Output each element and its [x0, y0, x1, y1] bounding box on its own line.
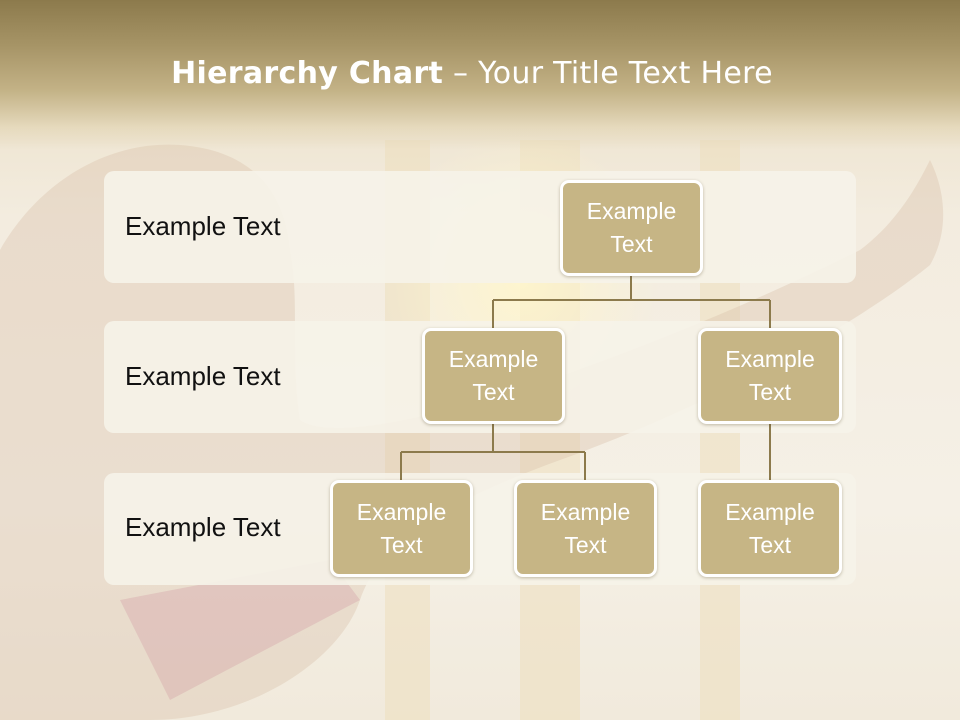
row-label-1: Example Text	[125, 211, 281, 241]
title-bold-part: Hierarchy Chart	[171, 56, 444, 91]
node-leaf-2: Example Text	[514, 480, 657, 577]
slide-title: Hierarchy Chart – Your Title Text Here	[0, 56, 944, 91]
row-band-1	[104, 171, 856, 283]
title-rest-part: – Your Title Text Here	[443, 56, 773, 91]
row-label-2: Example Text	[125, 361, 281, 391]
row-label-3: Example Text	[125, 512, 281, 542]
title-bar	[0, 0, 960, 150]
node-leaf-1: Example Text	[330, 480, 473, 577]
node-mid-left: Example Text	[422, 328, 565, 424]
node-mid-right: Example Text	[698, 328, 842, 424]
node-root: Example Text	[560, 180, 703, 276]
node-leaf-3: Example Text	[698, 480, 842, 577]
